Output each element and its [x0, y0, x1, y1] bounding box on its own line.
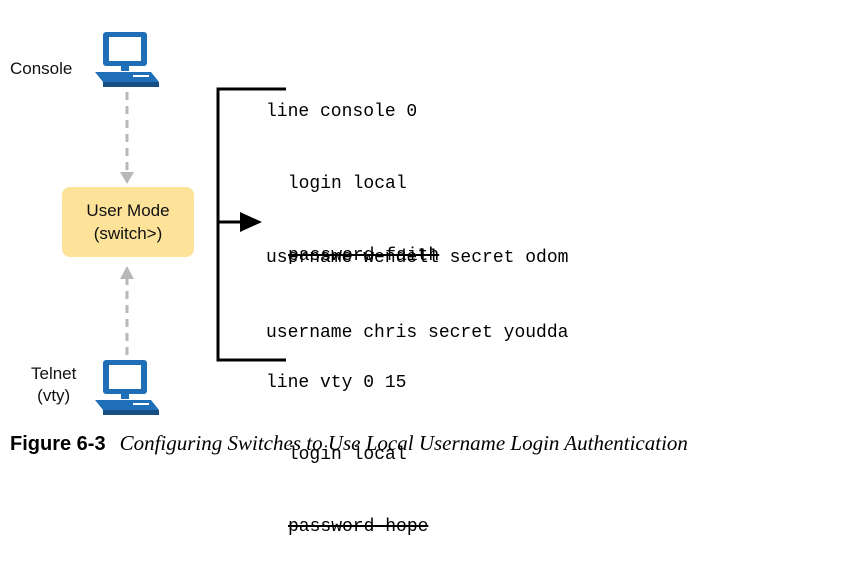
connector-lines	[120, 87, 286, 362]
username-config-block: username wendell secret odom username ch…	[266, 198, 568, 369]
username-wendell-line: username wendell secret odom	[266, 248, 569, 268]
console-computer-icon	[95, 32, 159, 87]
console-login-local-line: login local	[277, 174, 407, 194]
vty-login-local-line: login local	[277, 445, 407, 465]
user-mode-title: User Mode	[86, 201, 170, 220]
telnet-computer-icon	[95, 360, 159, 415]
figure-title: Configuring Switches to Use Local Userna…	[119, 431, 688, 455]
telnet-arrowhead	[120, 266, 134, 279]
console-password-line-struck: password faith	[288, 246, 440, 266]
figure-number: Figure 6-3	[10, 433, 106, 455]
telnet-label-line2: (vty)	[37, 386, 71, 405]
telnet-label: Telnet (vty)	[31, 364, 76, 406]
console-label: Console	[10, 59, 73, 78]
username-chris-line: username chris secret youdda	[266, 323, 569, 343]
config-bracket	[216, 87, 286, 362]
telnet-label-line1: Telnet	[31, 364, 77, 383]
console-config-line: line console 0	[266, 102, 418, 122]
console-config-block: line console 0 login local password fait…	[266, 52, 439, 292]
console-arrowhead	[120, 172, 134, 184]
vty-password-line-struck: password hope	[288, 517, 429, 537]
figure-caption: Figure 6-3 Configuring Switches to Use Lo…	[10, 431, 840, 456]
bracket-arrowhead	[240, 212, 262, 232]
user-mode-prompt: (switch>)	[93, 224, 163, 243]
vty-config-line: line vty 0 15	[266, 373, 407, 393]
user-mode-box: User Mode (switch>)	[62, 187, 194, 257]
